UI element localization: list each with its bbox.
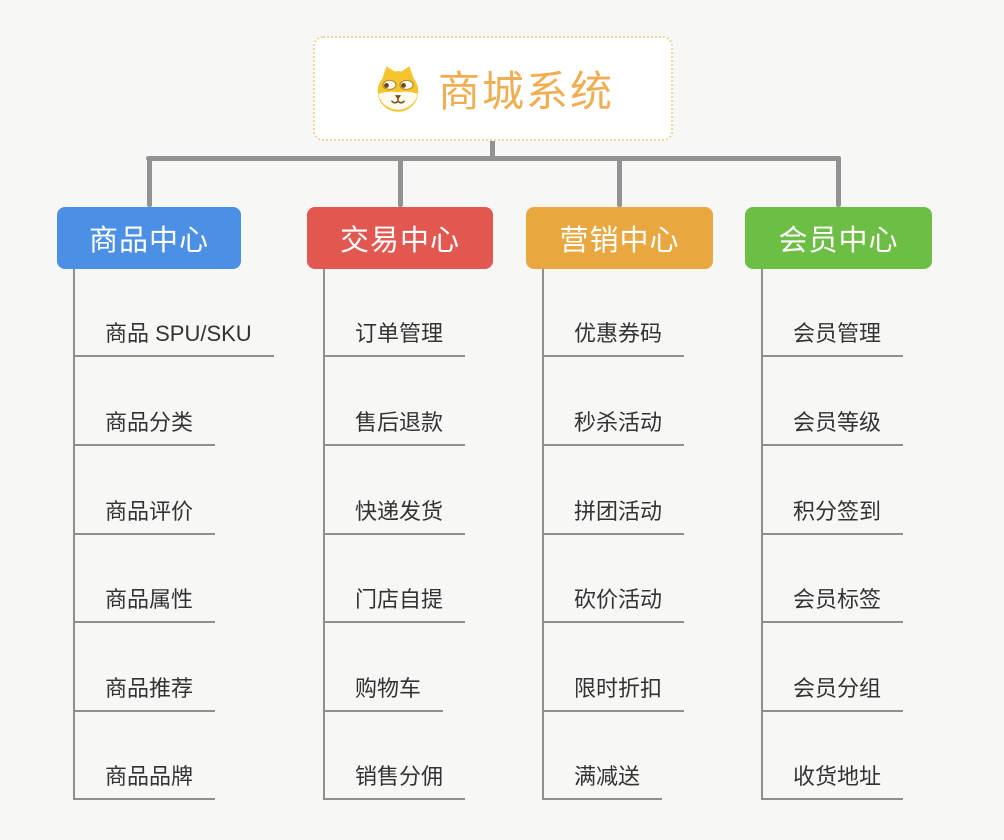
leaf-node-trade-center-3[interactable]: 快递发货: [323, 499, 466, 535]
leaf-node-product-center-4[interactable]: 商品属性: [73, 587, 216, 623]
leaf-node-product-center-6[interactable]: 商品品牌: [73, 764, 216, 800]
connector-drop-product-center: [146, 156, 152, 207]
connector-stub: [490, 141, 495, 161]
leaf-node-marketing-center-1[interactable]: 优惠券码: [542, 321, 685, 357]
connector-drop-trade-center: [397, 156, 403, 207]
branch-label: 商品中心: [88, 225, 209, 257]
root-node[interactable]: 商城系统: [313, 36, 673, 141]
leaf-node-marketing-center-5[interactable]: 限时折扣: [542, 676, 685, 712]
branch-node-member-center[interactable]: 会员中心: [745, 207, 932, 269]
leaf-node-product-center-2[interactable]: 商品分类: [73, 410, 216, 446]
leaf-node-product-center-1[interactable]: 商品 SPU/SKU: [73, 321, 274, 357]
branch-node-product-center[interactable]: 商品中心: [57, 207, 241, 269]
leaf-node-trade-center-5[interactable]: 购物车: [323, 676, 444, 712]
branch-label: 交易中心: [339, 225, 460, 257]
branch-node-trade-center[interactable]: 交易中心: [307, 207, 493, 269]
leaf-node-member-center-3[interactable]: 积分签到: [761, 499, 904, 535]
connector-drop-member-center: [836, 156, 841, 207]
leaf-node-marketing-center-3[interactable]: 拼团活动: [542, 499, 685, 535]
branch-node-marketing-center[interactable]: 营销中心: [526, 207, 713, 269]
leaf-node-member-center-6[interactable]: 收货地址: [761, 764, 904, 800]
leaf-node-member-center-1[interactable]: 会员管理: [761, 321, 904, 357]
branch-label: 会员中心: [778, 225, 899, 257]
branch-label: 营销中心: [559, 225, 680, 257]
leaf-node-marketing-center-6[interactable]: 满减送: [542, 764, 663, 800]
root-title: 商城系统: [437, 68, 614, 115]
leaf-node-marketing-center-4[interactable]: 砍价活动: [542, 587, 685, 623]
leaf-node-member-center-5[interactable]: 会员分组: [761, 676, 904, 712]
leaf-node-trade-center-2[interactable]: 售后退款: [323, 410, 466, 446]
leaf-node-product-center-5[interactable]: 商品推荐: [73, 676, 216, 712]
leaf-node-trade-center-6[interactable]: 销售分佣: [323, 764, 466, 800]
leaf-node-member-center-2[interactable]: 会员等级: [761, 410, 904, 446]
leaf-node-product-center-3[interactable]: 商品评价: [73, 499, 216, 535]
leaf-node-member-center-4[interactable]: 会员标签: [761, 587, 904, 623]
leaf-node-trade-center-1[interactable]: 订单管理: [323, 321, 466, 357]
dog-face-icon: [377, 65, 419, 112]
connector-drop-marketing-center: [617, 156, 622, 207]
connector-rail: [146, 156, 841, 161]
leaf-node-marketing-center-2[interactable]: 秒杀活动: [542, 410, 685, 446]
leaf-node-trade-center-4[interactable]: 门店自提: [323, 587, 466, 623]
